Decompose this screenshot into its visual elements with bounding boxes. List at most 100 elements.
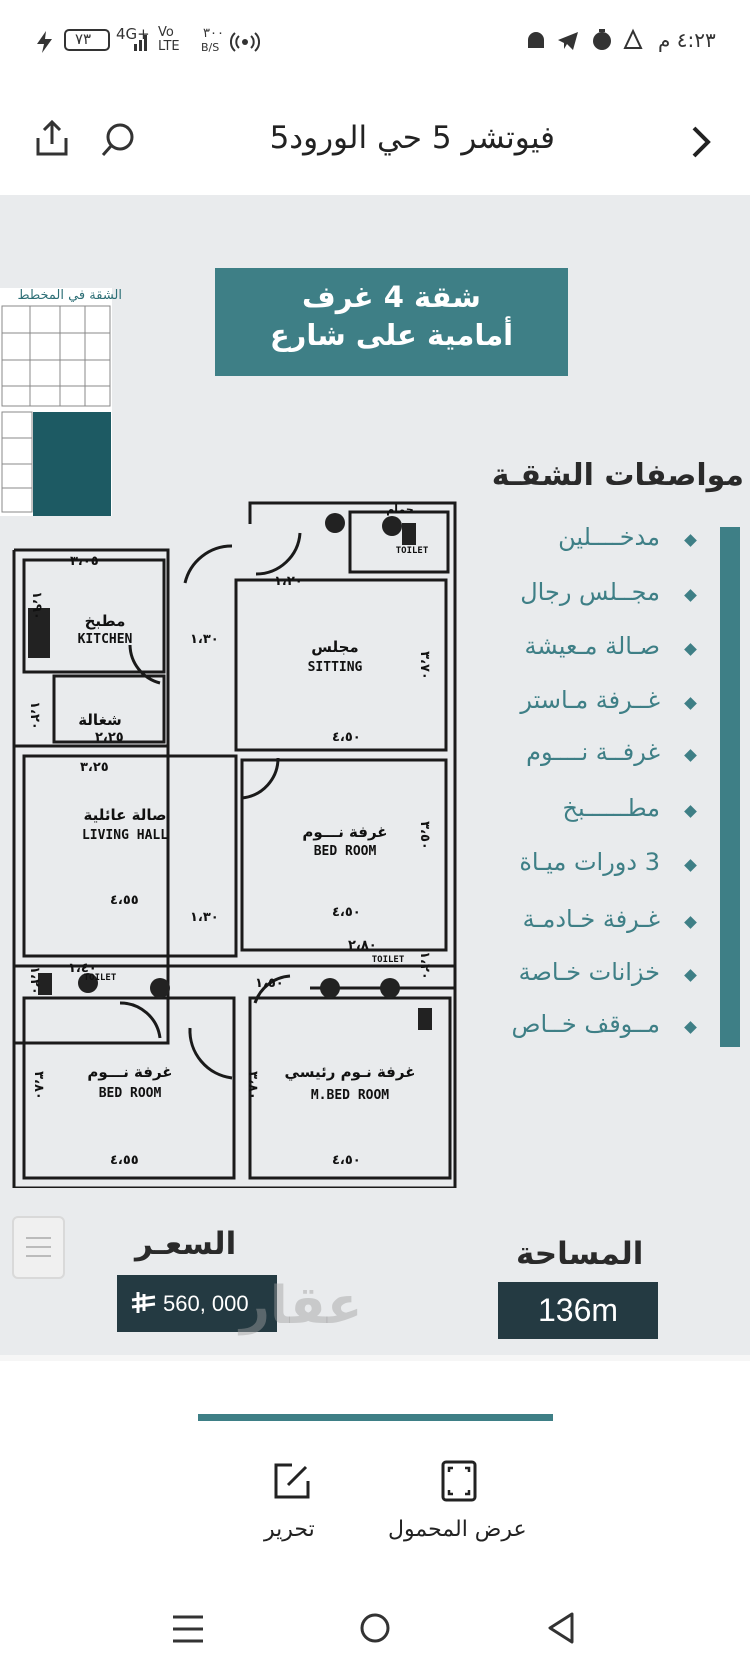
dim-label: ١،٢٠: [416, 951, 432, 980]
apartment-highlight: [33, 412, 111, 516]
area-value: 136m: [498, 1282, 658, 1339]
banner-line-2: أمامية على شارع: [269, 318, 514, 352]
bedroom-2-label-en: BED ROOM: [98, 1086, 162, 1101]
scroll-indicator[interactable]: [198, 1414, 553, 1421]
search-icon[interactable]: [100, 121, 138, 159]
dim-label: ١،٩٠: [28, 591, 44, 620]
document-title: فيوتشر 5 حي الورود5: [269, 120, 555, 156]
dim-label: ١،٥٠: [255, 976, 284, 991]
dim-label: ١،٤٠: [68, 961, 97, 976]
dim-label: ٢،٢٥: [95, 730, 124, 745]
dim-label: ٣،٨٠: [30, 1071, 46, 1100]
living-label-en: LIVING HALL: [81, 828, 169, 843]
dim-label: ١،٣٠: [190, 910, 219, 925]
dim-label: ٤،٥٥: [110, 893, 139, 908]
dim-label: ١،٣٠: [190, 632, 219, 647]
spec-item: مدخــــلين: [558, 523, 660, 551]
share-icon[interactable]: [34, 118, 70, 158]
net-speed-unit: B/S: [201, 41, 220, 54]
bedroom-2-label-ar: غرفة نـــوم: [87, 1063, 173, 1081]
alarm-icon: [623, 28, 643, 49]
master-bedroom-label-en: M.BED ROOM: [310, 1088, 390, 1103]
toilet-label-left: TOILET: [83, 973, 117, 983]
dim-label: ١،٢٠: [26, 966, 42, 995]
mini-plan-label: الشقة في المخطط: [17, 288, 122, 303]
network-type: 4G+: [116, 25, 150, 43]
dim-label: ٤،٥٠: [332, 905, 361, 920]
dim-label: ٤،٥٥: [110, 1153, 139, 1168]
price-label: السعـر: [135, 1226, 237, 1262]
dim-label: ٣،٥٠: [416, 821, 432, 850]
watermark: عقار: [240, 1276, 363, 1336]
title-banner: شقة 4 غرف أمامية على شارع: [215, 268, 568, 376]
edit-label: تحرير: [264, 1517, 315, 1542]
bottom-toolbar: [0, 1424, 750, 1544]
kitchen-label-en: KITCHEN: [77, 632, 133, 647]
sitting-label-ar: مجلس: [311, 638, 359, 656]
back-triangle-icon[interactable]: [546, 1611, 576, 1645]
specs-accent-bar: [720, 527, 740, 1047]
top-app-bar: [0, 90, 750, 195]
price-value: 560, 000: [163, 1291, 249, 1316]
mobile-view-button[interactable]: عرض المحمول: [384, 1455, 544, 1555]
signal-icon: [134, 35, 147, 51]
telegram-icon: [558, 32, 578, 50]
bath-label: حمام: [386, 503, 414, 516]
edit-icon: [274, 1463, 310, 1499]
edit-button[interactable]: تحرير: [250, 1455, 340, 1555]
dim-label: ٤،٥٠: [332, 1153, 361, 1168]
toilet-label-top: TOILET: [395, 546, 429, 556]
hotspot-icon: [230, 32, 260, 52]
dim-label: ٣،٨٠: [244, 1071, 260, 1100]
spec-item: مطــــــبخ: [562, 794, 660, 822]
dim-label: ١،٢٠: [274, 574, 303, 589]
clock: ٤:٢٣ م: [658, 28, 716, 52]
spec-item: مجــلس رجال: [520, 578, 660, 606]
menu-icon: [26, 1237, 51, 1257]
battery-level: ٧٣: [75, 30, 92, 48]
floor-plan-walls: [12, 501, 457, 1188]
volte-indicator: Vo LTE: [158, 25, 180, 54]
spec-item: صـالة مـعيشة: [524, 632, 660, 660]
battery-icon: ٧٣: [64, 29, 110, 51]
price-box: 560, 000: [117, 1275, 277, 1332]
timer-icon: [593, 29, 611, 50]
dim-label: ٣،٠٥: [70, 554, 99, 569]
specs-title: مواصفات الشقـة: [491, 458, 744, 493]
toilet-label-right: TOILET: [371, 955, 405, 965]
dim-label: ٣،٢٥: [80, 760, 109, 775]
floor-plan: مطبخ KITCHEN شغالة مجلس SITTING صالة عائ…: [10, 498, 465, 1188]
laundry-label: شغالة: [78, 711, 122, 729]
net-speed-value: ٣٠٠: [203, 26, 224, 41]
spec-item: غــرفة مـاستر: [520, 686, 660, 714]
kitchen-label-ar: مطبخ: [84, 612, 126, 630]
status-bar: ٧٣ 4G+ Vo LTE ٣٠٠ B/S ٤:٢٣ م: [0, 0, 750, 90]
home-icon[interactable]: [358, 1611, 392, 1645]
bedroom-1-label-ar: غرفة نـــوم: [302, 823, 388, 841]
android-icon: [528, 32, 544, 48]
mobile-view-icon: [441, 1460, 477, 1502]
recents-icon[interactable]: [170, 1613, 206, 1645]
dim-label: ١،٢٠: [26, 701, 42, 730]
spec-item: خزانات خـاصة: [518, 958, 660, 986]
spec-item: غـرفة خـادمـة: [522, 905, 660, 933]
master-bedroom-label-ar: غرفة نـوم رئيسي: [284, 1063, 416, 1081]
chevron-right-icon[interactable]: [686, 124, 716, 160]
bedroom-1-label-en: BED ROOM: [313, 844, 377, 859]
banner-line-1: شقة 4 غرف: [302, 280, 481, 314]
charging-icon: [37, 31, 52, 53]
flyer-image: [0, 195, 750, 1355]
system-nav-bar: [0, 1565, 750, 1679]
living-label-ar: صالة عائلية: [83, 806, 167, 824]
spec-item: 3 دورات ميـاة: [519, 848, 660, 876]
dim-label: ٢،٨٠: [348, 938, 377, 953]
spec-item: مــوقف خــاص: [511, 1010, 661, 1038]
separator: [0, 1355, 750, 1361]
sitting-label-en: SITTING: [307, 660, 363, 675]
riyal-symbol-icon: [131, 1292, 156, 1313]
mobile-view-label: عرض المحمول: [388, 1517, 527, 1542]
dim-label: ٤،٥٠: [332, 730, 361, 745]
spec-item: غرفــة نــــوم: [526, 738, 660, 766]
area-label: المساحة: [516, 1236, 644, 1272]
menu-handle[interactable]: [12, 1216, 65, 1279]
